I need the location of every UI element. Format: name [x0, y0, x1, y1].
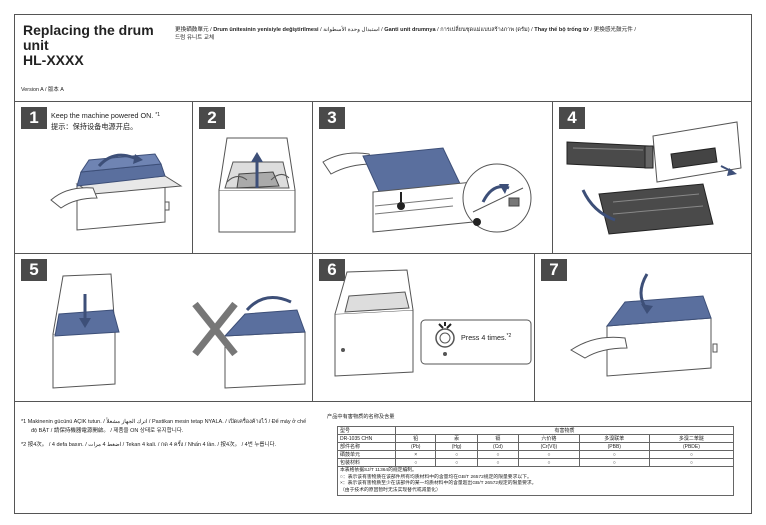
instruction-sheet: Replacing the drum unit HL-XXXX 更換硒鼓單元 /… — [14, 14, 752, 514]
subtitle-ko: 드럼 유니트 교체 — [175, 35, 215, 41]
table-cell: 镉 — [476, 434, 520, 443]
hazard-note: （由于技术的原因暂时无法实现替代或减量化） — [340, 487, 441, 493]
drum-removal-illustration — [322, 147, 532, 233]
table-cell: × — [394, 450, 437, 459]
footnotes: *1 Makinenin gücünü AÇIK tutun. / اترك ا… — [21, 418, 311, 456]
hazard-notes: 本表格依据SJ/T 11364的规定编制。 ○：表示该有害物质在该部件所有均质材… — [337, 467, 734, 496]
table-cell: DR-1035 CHN — [337, 434, 396, 443]
table-row: 包装材料 ○ ○ ○ ○ ○ ○ — [337, 458, 735, 467]
table-cell: (PBDE) — [648, 442, 735, 451]
hazard-note: ×：表示该有害物质至少在该部件的某一均质材料中的含量超出GB/T 26572规定… — [340, 481, 537, 486]
keep-powered-text-zh: 提示：保持设备电源开启。 — [51, 122, 138, 131]
hazardous-substances-section: 产品中有害物质的名称及含量 型号 有害物质 DR-1035 CHN 铅 汞 镉 … — [327, 413, 747, 496]
insert-drum-no-close-illustration — [52, 273, 306, 389]
table-cell: (Pb) — [394, 442, 437, 451]
table-cell: 包装材料 — [337, 458, 396, 467]
table-cell: 有害物质 — [395, 426, 734, 435]
table-cell: (Hg) — [435, 442, 478, 451]
table-cell: 汞 — [435, 434, 478, 443]
printer-open-cover-illustration — [50, 153, 183, 231]
step-number: 3 — [319, 107, 345, 129]
steps-grid: 1 Keep the machine powered ON. *1 提示：保持设… — [15, 102, 751, 402]
step-7: 7 — [535, 254, 751, 402]
subtitle-tw: / 更換感光鼓元件 / — [588, 27, 636, 33]
step-5: 5 — [15, 254, 313, 402]
table-cell: ○ — [648, 450, 735, 459]
table-cell: (PBB) — [578, 442, 650, 451]
keep-powered-text: Keep the machine powered ON. — [51, 111, 154, 120]
subtitle-th: / การเปลี่ยนชุดแม่แบบสร้างภาพ (ดรัม) / — [435, 27, 535, 33]
title-line-1: Replacing the drum unit — [23, 22, 154, 53]
table-cell: ○ — [435, 450, 478, 459]
drum-toner-separate-illustration — [566, 121, 742, 235]
step-1-note: Keep the machine powered ON. *1 提示：保持设备电… — [51, 110, 160, 132]
table-cell: 多溴联苯 — [578, 434, 650, 443]
table-cell: 硒鼓单元 — [337, 450, 396, 459]
table-cell: ○ — [518, 458, 580, 467]
step-number: 7 — [541, 259, 567, 281]
hazard-title: 产品中有害物质的名称及含量 — [327, 414, 395, 420]
table-cell: 铅 — [394, 434, 437, 443]
table-row: 部件名称 (Pb) (Hg) (Cd) (Cr(VI)) (PBB) (PBDE… — [337, 442, 735, 451]
step-3: 3 — [313, 102, 553, 254]
table-cell: (Cd) — [476, 442, 520, 451]
version-label: Version A / 版本 A — [21, 87, 64, 93]
step-1: 1 Keep the machine powered ON. *1 提示：保持设… — [15, 102, 193, 254]
table-cell: 六价铬 — [518, 434, 580, 443]
table-cell: ○ — [394, 458, 437, 467]
footnote-1: *1 Makinenin gücünü AÇIK tutun. / اترك ا… — [21, 419, 307, 434]
table-cell: ○ — [518, 450, 580, 459]
subtitle-zh: 更換硒鼓單元 / — [175, 27, 214, 33]
table-cell: 型号 — [337, 426, 396, 435]
step-4: 4 — [553, 102, 751, 254]
step-number: 5 — [21, 259, 47, 281]
header: Replacing the drum unit HL-XXXX 更換硒鼓單元 /… — [15, 15, 751, 102]
table-cell: ○ — [435, 458, 478, 467]
footnote-2: *2 按4次。 / 4 defa basın. / اضغط 4 مرات / … — [21, 442, 277, 448]
subtitle-id: Ganti unit drumnya — [384, 27, 436, 33]
model-name: HL-XXXX — [23, 52, 84, 68]
table-row: DR-1035 CHN 铅 汞 镉 六价铬 多溴联苯 多溴二苯醚 — [337, 434, 735, 443]
multilingual-subtitle: 更換硒鼓單元 / Drum ünitesinin yenisiyle değiş… — [175, 26, 735, 42]
table-cell: (Cr(VI)) — [518, 442, 580, 451]
press-go-button-illustration — [334, 269, 532, 377]
subtitle-vi: Thay thế bộ trống từ — [534, 27, 589, 33]
page-title: Replacing the drum unit HL-XXXX — [23, 23, 173, 68]
hazard-note: 本表格依据SJ/T 11364的规定编制。 — [340, 468, 417, 473]
step-number: 6 — [319, 259, 345, 281]
hazard-table: 型号 有害物质 DR-1035 CHN 铅 汞 镉 六价铬 多溴联苯 多溴二苯醚… — [337, 426, 735, 467]
table-cell: ○ — [578, 450, 650, 459]
step-number: 2 — [199, 107, 225, 129]
table-row: 硒鼓单元 × ○ ○ ○ ○ ○ — [337, 450, 735, 459]
table-cell: 部件名称 — [337, 442, 396, 451]
printer-drum-lift-illustration — [218, 137, 296, 233]
subtitle-ar: / استبدال وحدة الأسطوانة / — [318, 27, 385, 33]
table-cell: ○ — [648, 458, 735, 467]
hazard-note: ○：表示该有害物质在该部件所有均质材料中的含量均在GB/T 26572规定的限量… — [340, 474, 532, 480]
step-6: 6 Press 4 times.*2 — [313, 254, 535, 402]
step-number: 4 — [559, 107, 585, 129]
step-number: 1 — [21, 107, 47, 129]
table-row: 型号 有害物质 — [337, 426, 734, 435]
table-cell: ○ — [476, 450, 520, 459]
press-text: Press 4 times. — [461, 333, 507, 342]
table-cell: ○ — [578, 458, 650, 467]
footnote-mark: *1 — [155, 112, 161, 118]
press-instruction: Press 4 times.*2 — [461, 333, 511, 342]
table-cell: 多溴二苯醚 — [648, 434, 735, 443]
footnote-mark: *2 — [506, 333, 512, 339]
subtitle-tr: Drum ünitesinin yenisiyle değiştirilmesi — [213, 27, 319, 33]
table-cell: ○ — [476, 458, 520, 467]
step-2: 2 — [193, 102, 313, 254]
close-cover-illustration — [570, 273, 718, 377]
